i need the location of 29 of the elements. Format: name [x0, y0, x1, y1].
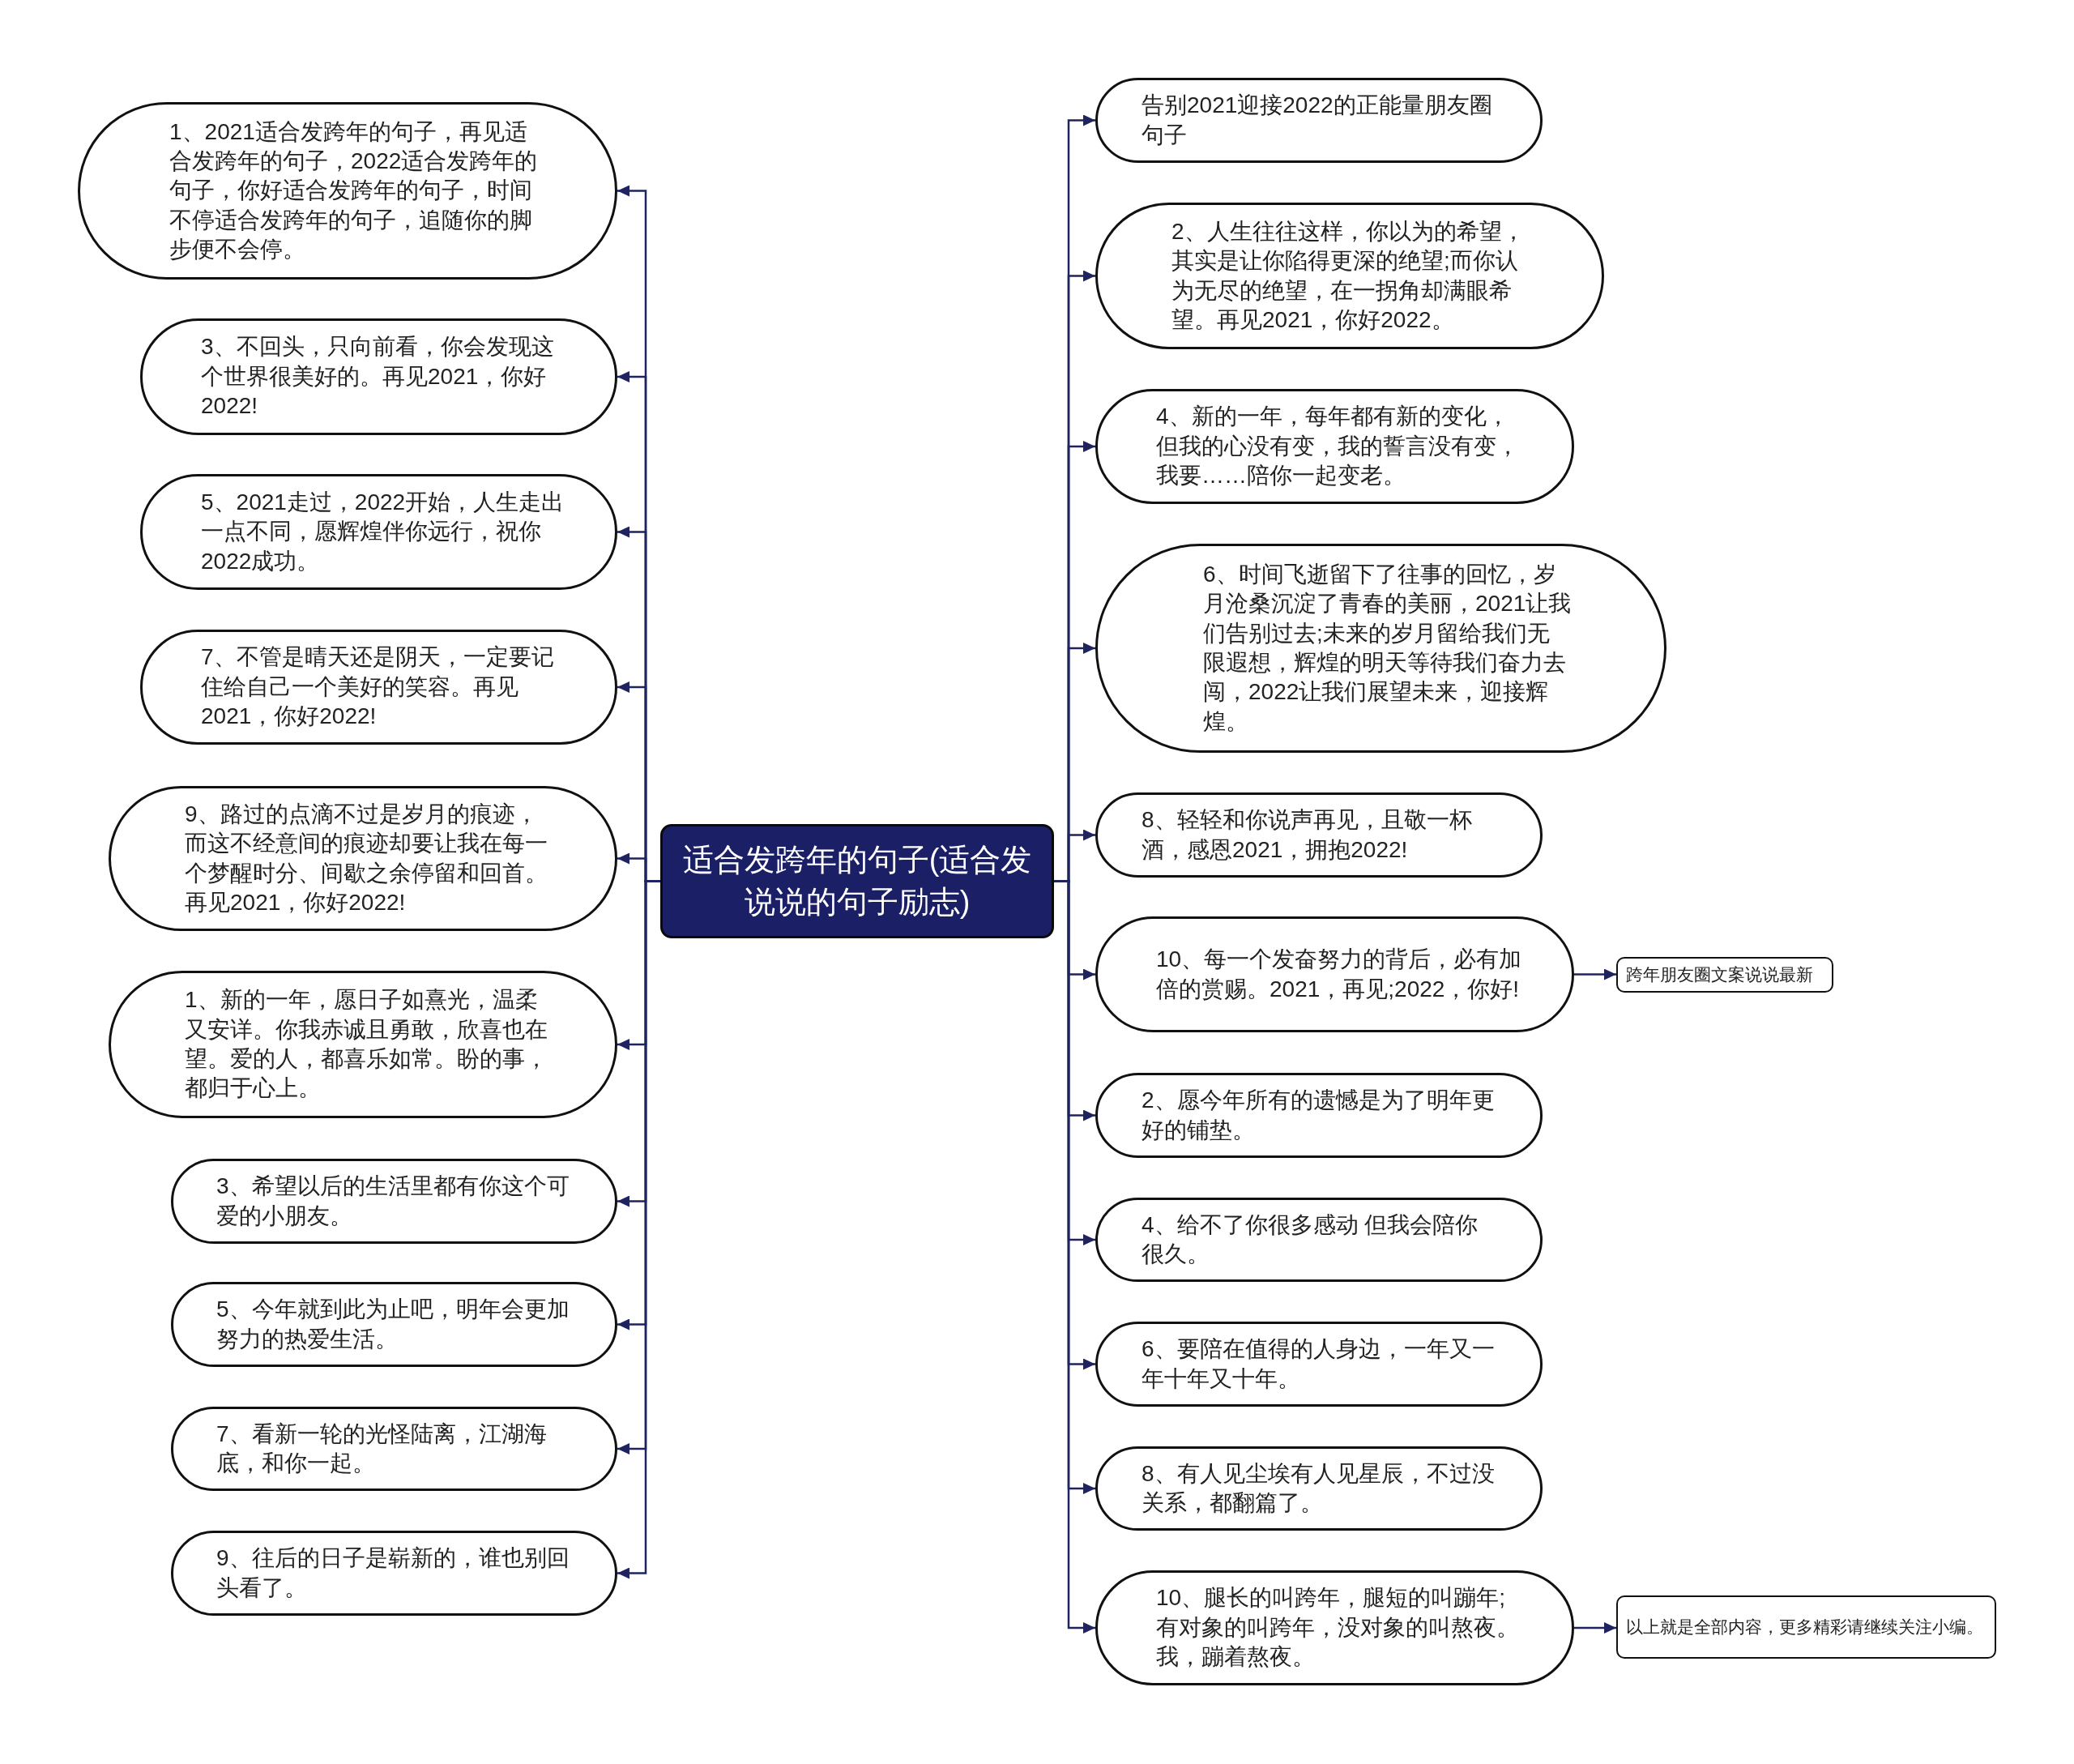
node-text: 4、新的一年，每年都有新的变化，但我的心没有变，我的誓言没有变，我要……陪你一起变老。 — [1156, 403, 1520, 490]
note-box — [1616, 1595, 1996, 1659]
connector-arrow — [1574, 968, 1616, 980]
connector-arrow — [1574, 1622, 1616, 1634]
note-text: 以上就是全部内容，更多精彩请继续关注小编。 — [1626, 1616, 1984, 1638]
node-text: 2、人生往往这样，你以为的希望，其实是让你陷得更深的绝望;而你认为无尽的绝望，在一拐角却满眼希望。再见2021，你好2022。 — [1171, 217, 1526, 334]
node-text: 7、不管是晴天还是阴天，一定要记住给自己一个美好的笑容。再见2021，你好2022! — [201, 643, 555, 731]
node-text: 10、腿长的叫跨年，腿短的叫蹦年;有对象的叫跨年，没对象的叫熬夜。我，蹦着熬夜。 — [1156, 1584, 1520, 1672]
note-text: 跨年朋友圈文案说说最新 — [1626, 963, 1814, 985]
node-text: 告别2021迎接2022的正能量朋友圈句子 — [1142, 92, 1493, 149]
node-text: 3、不回头，只向前看，你会发现这个世界很美好的。再见2021，你好2022! — [201, 333, 555, 421]
node-text: 3、希望以后的生活里都有你这个可爱的小朋友。 — [216, 1172, 570, 1230]
node-text: 8、轻轻和你说声再见，且敬一杯酒，感恩2021，拥抱2022! — [1142, 806, 1473, 864]
node-text: 2、愿今年所有的遗憾是为了明年更好的铺垫。 — [1142, 1087, 1496, 1144]
node-text: 4、给不了你很多感动 但我会陪你很久。 — [1142, 1211, 1479, 1268]
node-text: 5、今年就到此为止吧，明年会更加努力的热爱生活。 — [216, 1296, 570, 1353]
node-text: 10、每一个发奋努力的背后，必有加倍的赏赐。2021，再见;2022，你好! — [1156, 946, 1523, 1003]
node-text: 7、看新一轮的光怪陆离，江湖海底，和你一起。 — [216, 1420, 548, 1477]
topic-text: 适合发跨年的句子(适合发说说的句子励志) — [681, 842, 1033, 920]
node-text: 6、要陪在值得的人身边，一年又一年十年又十年。 — [1142, 1335, 1496, 1393]
node-text: 8、有人见尘埃有人见星辰，不过没关系，都翻篇了。 — [1142, 1459, 1496, 1517]
node-text: 6、时间飞逝留下了往事的回忆，岁月沧桑沉淀了青春的美丽，2021让我们告别过去;未来的岁月留给我们无限遐想，辉煌的明天等待我们奋力去闯，2022让我们展望未来，迎接辉煌。 — [1203, 560, 1572, 736]
node-text: 1、2021适合发跨年的句子，再见适合发跨年的句子，2022适合发跨年的句子，你好适合发跨年的句子，时间不停适合发跨年的句子，追随你的脚步便不会停。 — [169, 117, 538, 264]
node-text: 5、2021走过，2022开始，人生走出一点不同，愿辉煌伴你远行，祝你2022成功。 — [201, 488, 565, 575]
topic-box — [660, 824, 1054, 938]
node-text: 1、新的一年，愿日子如熹光，温柔又安详。你我赤诚且勇敢，欣喜也在望。爱的人，都喜乐如常。盼的事，都归于心上。 — [185, 986, 548, 1103]
node-text: 9、路过的点滴不过是岁月的痕迹，而这不经意间的痕迹却要让我在每一个梦醒时分、间歇之余停留和回首。再见2021，你好2022! — [185, 800, 548, 916]
note-box — [1616, 957, 1833, 993]
node-text: 9、往后的日子是崭新的，谁也别回头看了。 — [216, 1544, 570, 1602]
